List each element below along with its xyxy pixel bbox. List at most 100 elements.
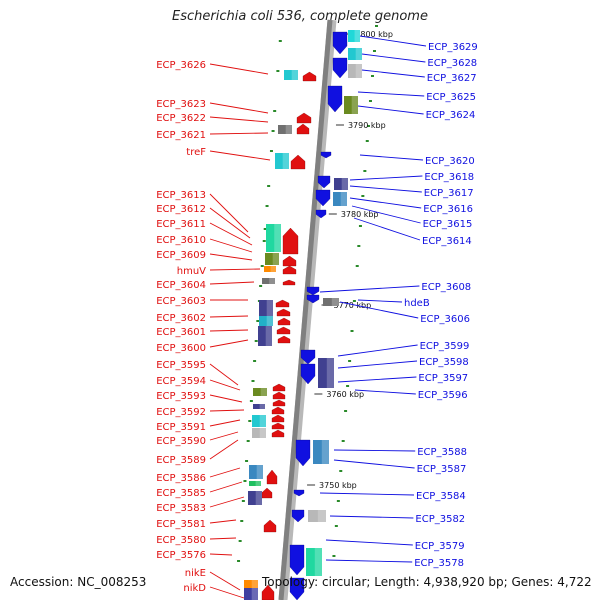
feature-box bbox=[259, 316, 273, 326]
guide-mark bbox=[358, 225, 362, 227]
gene-label: ECP_3621 bbox=[156, 130, 206, 141]
guide-mark bbox=[256, 320, 260, 322]
forward-gene bbox=[282, 255, 297, 267]
genome-backbone bbox=[278, 19, 333, 600]
gene-label: hmuV bbox=[177, 266, 206, 277]
gene-label: ECP_3626 bbox=[156, 60, 206, 71]
gene-label: ECP_3604 bbox=[156, 280, 206, 291]
gene-label: ECP_3608 bbox=[421, 282, 471, 293]
feature-box bbox=[318, 358, 334, 388]
feature-box bbox=[252, 415, 266, 427]
guide-mark bbox=[271, 130, 275, 132]
leader-line bbox=[357, 91, 425, 97]
guide-mark bbox=[375, 25, 378, 27]
box-highlight bbox=[259, 428, 266, 438]
leader-line bbox=[209, 586, 245, 599]
box-highlight bbox=[317, 510, 326, 522]
guide-mark bbox=[237, 560, 241, 562]
feature-box bbox=[348, 30, 360, 42]
feature-box bbox=[313, 440, 329, 464]
leader-line bbox=[361, 69, 425, 78]
leader-line bbox=[209, 63, 269, 75]
feature-box bbox=[348, 48, 362, 60]
leader-line bbox=[209, 519, 237, 524]
reverse-gene bbox=[327, 85, 343, 113]
box-highlight bbox=[355, 64, 362, 78]
guide-mark bbox=[361, 195, 365, 197]
tick-label: 3760 kbp bbox=[326, 390, 364, 399]
leader-line bbox=[209, 571, 241, 591]
box-highlight bbox=[265, 326, 272, 346]
forward-gene bbox=[272, 399, 286, 407]
feature-box bbox=[306, 548, 322, 576]
guide-mark bbox=[276, 70, 280, 72]
leader-line bbox=[209, 363, 239, 386]
guide-mark bbox=[341, 440, 345, 442]
guide-mark bbox=[245, 460, 249, 462]
guide-mark bbox=[346, 385, 350, 387]
leader-line bbox=[209, 238, 253, 253]
guide-mark bbox=[267, 185, 271, 187]
leader-line bbox=[209, 102, 269, 114]
feature-box bbox=[248, 491, 262, 505]
guide-mark bbox=[352, 300, 356, 302]
guide-mark bbox=[262, 240, 266, 242]
gene-label: ECP_3593 bbox=[156, 391, 206, 402]
box-highlight bbox=[321, 440, 329, 464]
leader-line bbox=[349, 175, 423, 181]
forward-gene bbox=[282, 279, 296, 286]
feature-box bbox=[344, 96, 358, 114]
guide-mark bbox=[336, 500, 340, 502]
box-highlight bbox=[251, 580, 258, 588]
forward-gene bbox=[277, 317, 291, 326]
leader-line bbox=[209, 439, 239, 460]
leader-line bbox=[209, 537, 237, 540]
gene-label: ECP_3587 bbox=[417, 464, 467, 475]
gene-label: ECP_3629 bbox=[428, 42, 478, 53]
accession-text: Accession: NC_008253 bbox=[10, 575, 147, 589]
leader-line bbox=[357, 105, 424, 115]
forward-gene bbox=[271, 414, 285, 423]
forward-gene bbox=[290, 154, 306, 170]
guide-mark bbox=[363, 170, 367, 172]
box-highlight bbox=[314, 548, 322, 576]
gene-label: ECP_3592 bbox=[156, 407, 206, 418]
forward-gene bbox=[261, 487, 273, 499]
forward-gene bbox=[271, 422, 285, 430]
feature-box bbox=[253, 404, 265, 409]
leader-line bbox=[337, 344, 418, 357]
guide-mark bbox=[238, 540, 242, 542]
leader-line bbox=[359, 35, 427, 47]
tick-label: 3770 kbp bbox=[334, 301, 372, 310]
box-highlight bbox=[259, 415, 266, 427]
guide-mark bbox=[253, 360, 257, 362]
box-highlight bbox=[355, 48, 362, 60]
forward-gene bbox=[263, 519, 277, 533]
gene-label: ECP_3588 bbox=[417, 447, 467, 458]
gene-label: ECP_3602 bbox=[156, 313, 206, 324]
guide-mark bbox=[350, 330, 354, 332]
reverse-gene bbox=[293, 489, 305, 497]
gene-label: ECP_3582 bbox=[415, 514, 465, 525]
guide-mark bbox=[240, 520, 244, 522]
gene-label: ECP_3625 bbox=[426, 92, 476, 103]
gene-label: ECP_3591 bbox=[156, 422, 206, 433]
gene-label: ECP_3620 bbox=[425, 156, 475, 167]
box-highlight bbox=[354, 30, 360, 42]
feature-box bbox=[323, 298, 339, 306]
leader-line bbox=[209, 409, 245, 412]
feature-box bbox=[308, 510, 326, 522]
gene-label: ECP_3623 bbox=[156, 99, 206, 110]
gene-label: nikE bbox=[185, 568, 206, 579]
leader-line bbox=[209, 315, 249, 318]
gene-label: ECP_3598 bbox=[419, 357, 469, 368]
guide-mark bbox=[251, 380, 255, 382]
guide-mark bbox=[265, 205, 269, 207]
leader-line bbox=[325, 559, 413, 563]
tick-label: 3750 kbp bbox=[319, 481, 357, 490]
feature-box bbox=[249, 481, 261, 486]
guide-mark bbox=[348, 360, 352, 362]
leader-line bbox=[319, 285, 420, 293]
gene-label: ECP_3614 bbox=[422, 236, 472, 247]
box-highlight bbox=[326, 358, 334, 388]
